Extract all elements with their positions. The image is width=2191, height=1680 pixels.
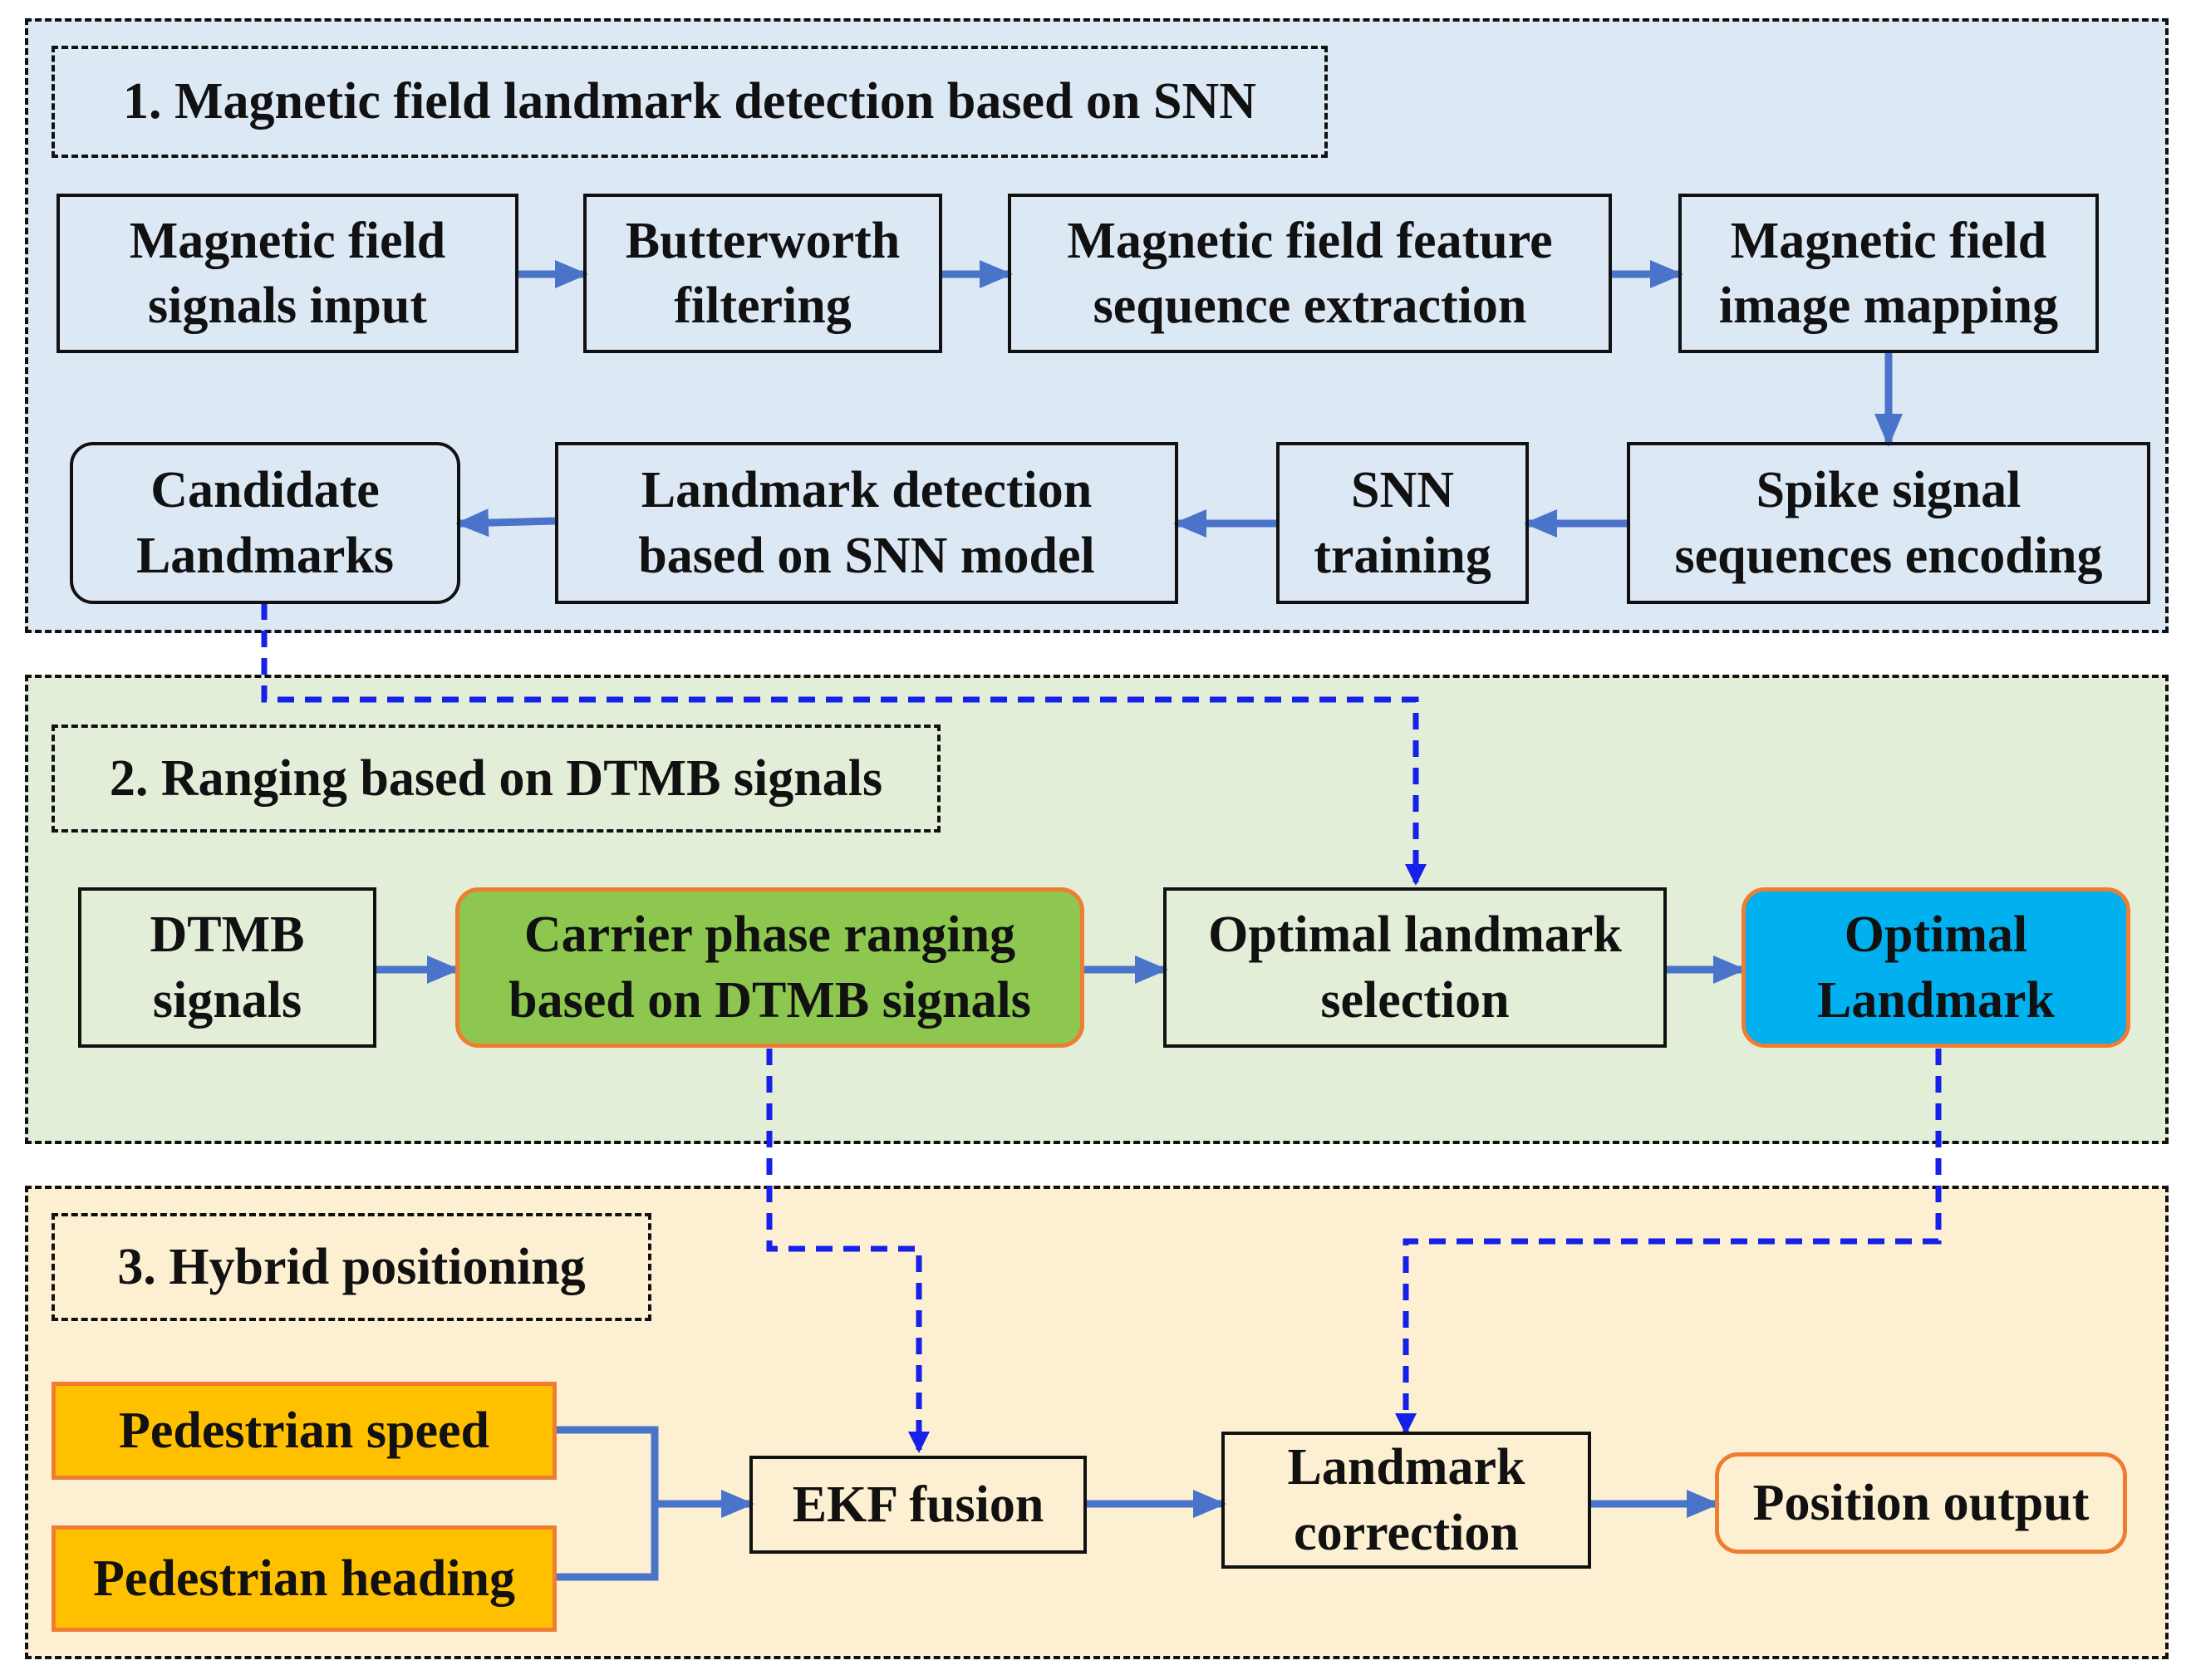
box-line: Magnetic field: [1730, 212, 2047, 269]
optimal-landmark-box: Optimal Landmark: [1742, 887, 2130, 1048]
box-line: signals: [152, 971, 302, 1029]
box-line: Optimal: [1844, 906, 2028, 964]
snn-training-box: SNN training: [1276, 442, 1529, 604]
landmark-correction-box: Landmark correction: [1221, 1432, 1591, 1569]
box-line: image mapping: [1718, 278, 2059, 334]
box-line: based on SNN model: [638, 527, 1095, 584]
image-mapping-box: Magnetic field image mapping: [1678, 194, 2099, 353]
feature-sequence-extraction-box: Magnetic field feature sequence extracti…: [1008, 194, 1612, 353]
box-line: Position output: [1752, 1474, 2090, 1531]
pedestrian-heading-box: Pedestrian heading: [52, 1525, 557, 1632]
dashed-candidate-to-selection: [261, 603, 1427, 886]
box-line: signals input: [147, 278, 427, 334]
box-line: Magnetic field feature: [1067, 212, 1553, 269]
section1-title: 1. Magnetic field landmark detection bas…: [52, 46, 1328, 158]
box-line: Magnetic field: [129, 212, 446, 269]
connector-speed-heading-merge: [557, 1426, 659, 1581]
box-line: Landmark: [1817, 971, 2055, 1029]
box-line: Spike signal: [1756, 462, 2022, 519]
box-line: based on DTMB signals: [508, 971, 1031, 1029]
magnetic-signals-input-box: Magnetic field signals input: [56, 194, 518, 353]
box-line: Pedestrian speed: [118, 1402, 490, 1459]
box-line: training: [1314, 527, 1491, 584]
dashed-optimal-to-correction: [1395, 1049, 1942, 1435]
spike-encoding-box: Spike signal sequences encoding: [1627, 442, 2150, 604]
box-line: Butterworth: [625, 212, 901, 269]
landmark-detection-box: Landmark detection based on SNN model: [555, 442, 1178, 604]
ekf-fusion-box: EKF fusion: [749, 1456, 1087, 1554]
section2-title: 2. Ranging based on DTMB signals: [52, 725, 941, 833]
pedestrian-speed-box: Pedestrian speed: [52, 1382, 557, 1480]
box-line: correction: [1294, 1504, 1519, 1561]
box-line: EKF fusion: [792, 1476, 1044, 1533]
box-line: sequence extraction: [1093, 278, 1527, 334]
section-magnetic-landmark-detection: [25, 18, 2169, 633]
dtmb-signals-box: DTMB signals: [78, 887, 376, 1048]
box-line: filtering: [674, 278, 852, 334]
box-line: DTMB: [150, 906, 305, 964]
dashed-carrier-to-ekf: [766, 1049, 930, 1453]
section3-title: 3. Hybrid positioning: [52, 1213, 651, 1321]
box-line: SNN: [1350, 462, 1455, 519]
position-output-box: Position output: [1715, 1452, 2127, 1554]
box-line: Optimal landmark: [1208, 906, 1622, 964]
box-line: Landmark: [1287, 1439, 1525, 1496]
optimal-landmark-selection-box: Optimal landmark selection: [1163, 887, 1667, 1048]
box-line: Landmark detection: [641, 462, 1093, 519]
butterworth-filtering-box: Butterworth filtering: [583, 194, 942, 353]
box-line: sequences encoding: [1674, 527, 2103, 584]
box-line: Carrier phase ranging: [523, 906, 1016, 964]
box-line: Landmarks: [135, 527, 395, 584]
candidate-landmarks-box: Candidate Landmarks: [70, 442, 460, 604]
arrow-detection-to-candidate: [455, 508, 556, 538]
box-line: Pedestrian heading: [92, 1550, 516, 1607]
carrier-phase-ranging-box: Carrier phase ranging based on DTMB sign…: [455, 887, 1084, 1048]
box-line: Candidate: [150, 462, 380, 519]
box-line: selection: [1320, 971, 1510, 1029]
